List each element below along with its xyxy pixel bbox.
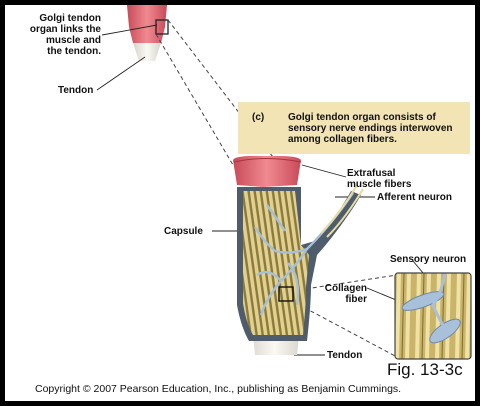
label-collagen: Collagen fiber — [323, 283, 367, 305]
label-line: the tendon. — [17, 46, 101, 57]
label-line: Golgi tendon — [17, 13, 101, 24]
label-sensory: Sensory neuron — [390, 254, 466, 265]
caption-text: Golgi tendon organ consists of sensory n… — [288, 112, 463, 145]
figure-number: Fig. 13-3c — [387, 360, 463, 380]
copyright-notice: Copyright © 2007 Pearson Education, Inc.… — [35, 383, 401, 395]
golgi-tendon-organ — [233, 156, 363, 355]
label-golgi-links: Golgi tendon organ links the muscle and … — [17, 13, 101, 57]
label-afferent: Afferent neuron — [377, 192, 452, 203]
label-line: muscle fibers — [347, 179, 411, 190]
zoom-inset — [395, 273, 471, 359]
label-line: Extrafusal — [347, 168, 411, 179]
label-extrafusal: Extrafusal muscle fibers — [347, 168, 411, 190]
figure-frame: Golgi tendon organ links the muscle and … — [5, 5, 475, 401]
caption-bold: Golgi tendon organ — [288, 112, 380, 123]
label-line: muscle and — [17, 35, 101, 46]
label-line: organ links the — [17, 24, 101, 35]
label-tendon-top: Tendon — [58, 85, 93, 96]
upper-muscle-tendon — [127, 5, 168, 61]
caption-box: (c) Golgi tendon organ consists of senso… — [238, 102, 470, 154]
caption-tag: (c) — [252, 112, 264, 123]
golgi-tendon-illustration — [5, 5, 475, 401]
label-tendon-bottom: Tendon — [327, 350, 362, 361]
label-line: fiber — [323, 294, 367, 305]
label-capsule: Capsule — [164, 226, 203, 237]
label-line: Collagen — [323, 283, 367, 294]
